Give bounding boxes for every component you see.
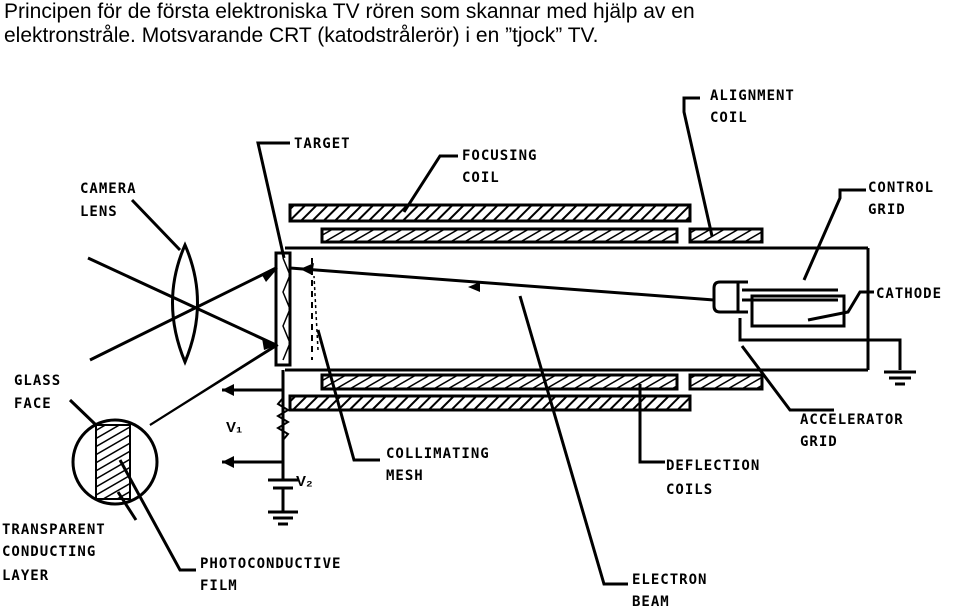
- caption-line-1: Principen för de första elektroniska TV …: [4, 0, 695, 23]
- label-v1: V₁: [226, 419, 242, 436]
- label-control-grid-2: GRID: [868, 202, 906, 218]
- focusing-coil: [288, 203, 692, 412]
- label-control-grid: CONTROL: [868, 180, 934, 196]
- light-rays: [87, 256, 279, 426]
- ground-cathode: [884, 370, 916, 386]
- label-transparent-layer-2: CONDUCTING: [2, 544, 96, 560]
- camera-lens: [171, 241, 199, 366]
- label-accelerator-grid: ACCELERATOR: [800, 412, 904, 428]
- electron-beam: [289, 263, 715, 351]
- glass-face-detail: [71, 344, 277, 506]
- label-v2: V₂: [296, 473, 313, 490]
- label-alignment-coil: ALIGNMENT: [710, 88, 795, 104]
- label-camera-lens: CAMERA: [80, 181, 137, 197]
- deflection-coils: [320, 227, 679, 391]
- label-transparent-layer: TRANSPARENT: [2, 522, 106, 538]
- tube-body: [274, 246, 870, 372]
- leader-lines: [68, 96, 874, 586]
- alignment-coil: [688, 227, 764, 391]
- label-transparent-layer-3: LAYER: [2, 568, 49, 584]
- label-collimating-mesh: COLLIMATING: [386, 446, 490, 462]
- label-glass-face-2: FACE: [14, 396, 52, 412]
- label-cathode: CATHODE: [876, 286, 942, 302]
- caption: Principen för de första elektroniska TV …: [4, 0, 956, 48]
- label-deflection-coils: DEFLECTION: [666, 458, 760, 474]
- label-electron-beam: ELECTRON: [632, 572, 707, 588]
- label-accelerator-grid-2: GRID: [800, 434, 838, 450]
- label-focusing-coil: FOCUSING: [462, 148, 537, 164]
- signal-circuit: [222, 370, 298, 526]
- label-deflection-coils-2: COILS: [666, 482, 713, 498]
- electron-gun: [712, 280, 902, 370]
- photoconductive-film: [282, 257, 291, 361]
- label-focusing-coil-2: COIL: [462, 170, 500, 186]
- label-photoconductive-film-2: FILM: [200, 578, 238, 594]
- caption-line-2: elektronstråle. Motsvarande CRT (katodst…: [4, 24, 599, 47]
- label-glass-face: GLASS: [14, 373, 61, 389]
- label-alignment-coil-2: COIL: [710, 110, 748, 126]
- label-collimating-mesh-2: MESH: [386, 468, 424, 484]
- label-photoconductive-film: PHOTOCONDUCTIVE: [200, 556, 341, 572]
- label-target: TARGET: [294, 136, 351, 152]
- label-camera-lens-2: LENS: [80, 204, 118, 220]
- label-electron-beam-2: BEAM: [632, 594, 670, 610]
- labels: ALIGNMENT COIL TARGET FOCUSING COIL CAME…: [2, 88, 942, 610]
